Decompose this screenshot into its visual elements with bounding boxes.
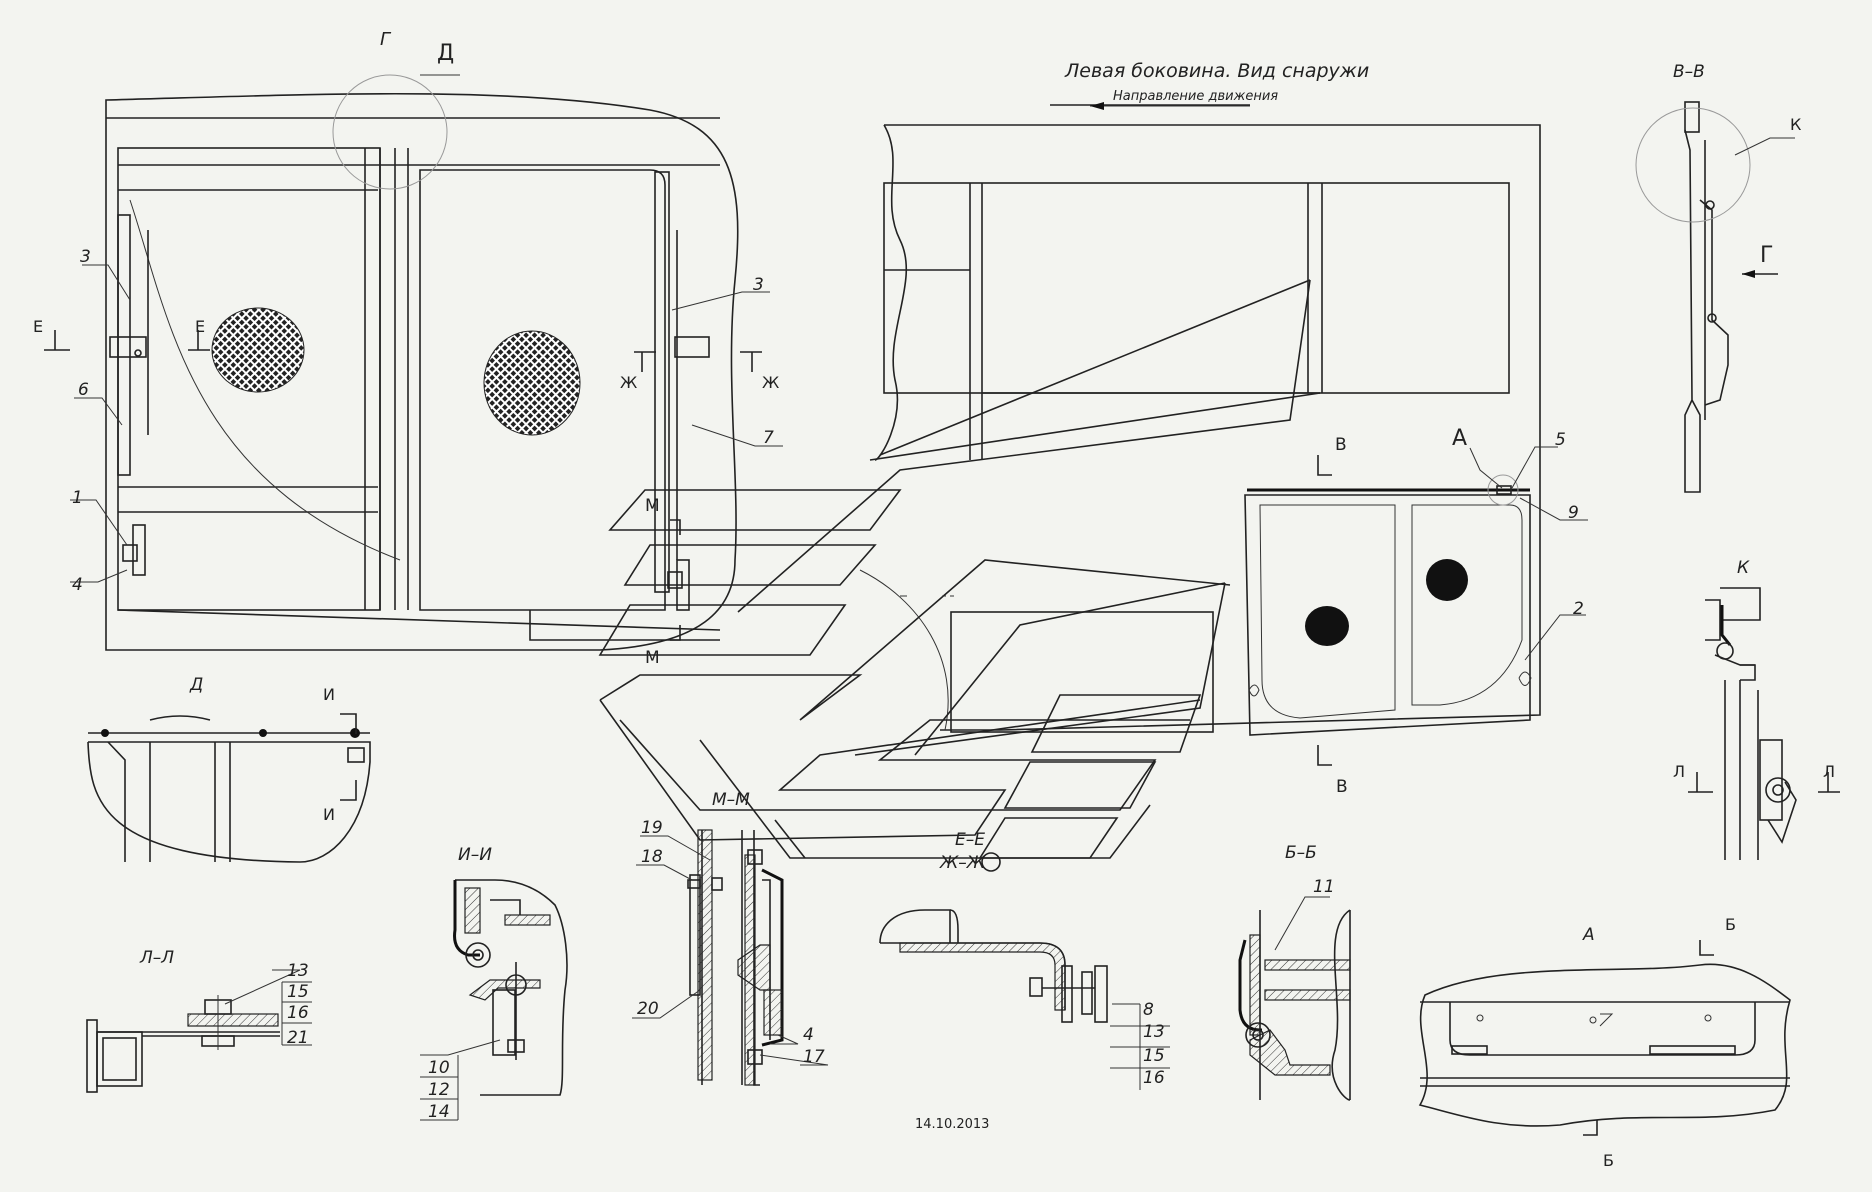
view-label-zhzh: Ж–Ж [939,853,986,873]
callout-8: 8 [1143,1000,1154,1020]
section-mm [632,829,829,1086]
callout-3-left: 3 [80,247,91,267]
callout-10: 10 [428,1058,450,1078]
labels: Левая боковина. Вид снаружи Направление … [33,29,1835,1170]
callout-5: 5 [1555,430,1566,450]
callout-21: 21 [287,1028,309,1048]
callout-18: 18 [641,847,663,867]
section-mark-v-bottom: В [1336,777,1348,797]
view-label-vv: В–В [1673,62,1705,82]
view-label-mm: М–М [712,790,750,810]
view-label-d-top: Д [437,41,454,66]
callout-14: 14 [428,1102,450,1122]
callout-15-ll: 15 [287,982,309,1002]
view-mark-k: К [1790,115,1802,134]
detail-circle-d [332,74,448,190]
section-mark-e-left: Е [33,317,43,336]
callout-4-main: 4 [72,575,83,595]
view-label-d: Д [189,675,203,695]
detail-d [87,713,371,863]
side-panel-view [598,102,1588,859]
section-mark-i-top: И [323,685,335,704]
callout-15-ee: 15 [1143,1046,1165,1066]
view-label-ii: И–И [458,845,492,865]
callout-12: 12 [428,1080,450,1100]
callout-3-right: 3 [753,275,764,295]
detail-k [1688,587,1840,860]
view-mark-g: Г [1760,243,1773,268]
hole-left [1305,606,1349,646]
section-mark-b-bottom: Б [1603,1151,1614,1170]
view-mark-a: А [1452,426,1467,451]
view-label-k: К [1737,558,1750,578]
callout-7: 7 [763,428,774,448]
section-mark-l-right: Л [1823,762,1835,781]
callout-13-ee: 13 [1143,1022,1165,1042]
callout-4-mm: 4 [803,1025,814,1045]
view-label-bb: Б–Б [1285,843,1317,863]
callout-9: 9 [1568,503,1579,523]
section-ii [420,879,568,1121]
section-mark-m-top: М [645,496,660,516]
view-label-ll: Л–Л [139,948,174,968]
section-bb [1238,896,1351,1101]
door-frame-view [44,74,783,651]
callout-11: 11 [1313,877,1335,897]
section-ll [86,969,312,1093]
callout-16-ll: 16 [287,1003,309,1023]
callout-16-ee: 16 [1143,1068,1165,1088]
callout-1: 1 [72,488,83,508]
section-mark-b-top: Б [1725,915,1736,934]
view-label-a: А [1582,925,1595,945]
view-label-g: Г [380,29,392,50]
hole-right [1426,559,1468,601]
section-mark-v-top: В [1335,435,1347,455]
section-mark-l-left: Л [1673,762,1685,781]
callout-17: 17 [803,1047,825,1067]
detail-a [1418,940,1791,1136]
callout-2: 2 [1573,599,1584,619]
section-mark-i-bottom: И [323,805,335,824]
callout-6: 6 [78,380,89,400]
drawing-title: Левая боковина. Вид снаружи [1064,60,1369,82]
callout-13-ll: 13 [287,961,309,981]
mesh-grille-right [483,330,581,436]
view-label-ee: Е–Е [955,830,985,850]
callout-20: 20 [637,999,659,1019]
section-mark-zh-right: Ж [762,373,779,392]
mesh-grille-left [211,307,305,393]
section-mark-e-right: Е [195,317,205,336]
section-ee-zhzh [879,852,1170,1090]
date-stamp: 14.10.2013 [915,1117,989,1132]
section-mark-zh-left: Ж [620,373,637,392]
section-vv [1635,101,1795,493]
section-mark-m-bottom: М [645,648,660,668]
direction-label: Направление движения [1113,89,1278,104]
callout-19: 19 [641,818,663,838]
